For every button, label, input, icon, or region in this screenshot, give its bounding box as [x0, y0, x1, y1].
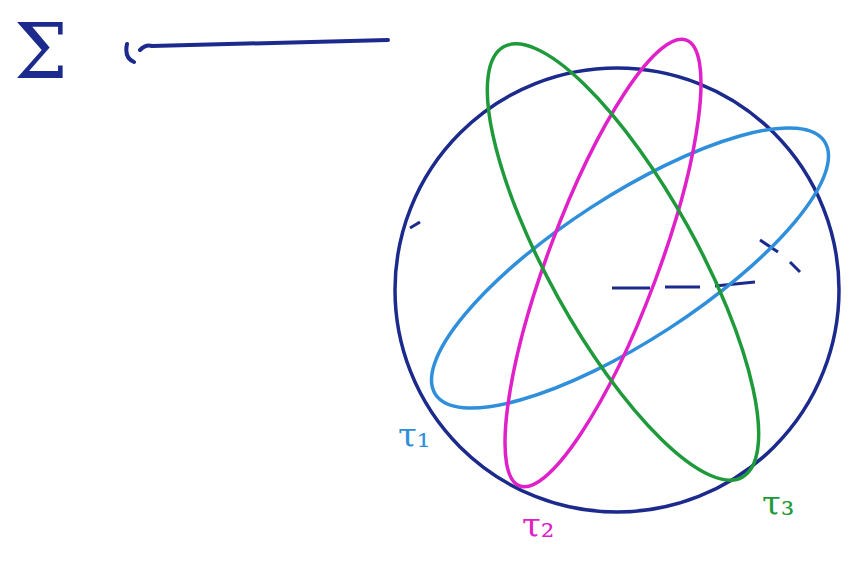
leader-line: [126, 40, 388, 62]
curve-label: τ₂: [522, 508, 554, 542]
curve-tau3: [439, 11, 807, 513]
curve-label: τ₃: [762, 486, 794, 520]
hidden-dash: [760, 240, 800, 272]
curve-tau2: [468, 21, 738, 505]
surface-label: Σ: [14, 14, 68, 90]
curve-label: τ₁: [398, 418, 430, 452]
hidden-dash: [410, 222, 420, 228]
sphere-outline: [395, 68, 839, 512]
